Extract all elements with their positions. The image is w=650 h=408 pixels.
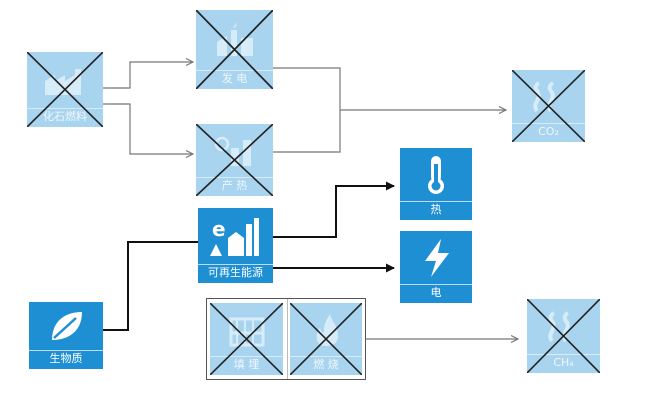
node-electricity[interactable]: 电: [400, 231, 472, 303]
connector-fossil-to-power: [103, 62, 193, 89]
heat-plant-icon: [196, 124, 273, 177]
node-landfill[interactable]: 填 埋: [210, 303, 283, 375]
connector-fossil-to-heatprod: [103, 103, 193, 154]
node-label: 填 埋: [210, 356, 283, 375]
node-renewable-energy[interactable]: e 可再生能源: [198, 208, 273, 283]
node-label: 发 电: [196, 70, 273, 89]
disposal-group: [206, 298, 366, 380]
connector-power-to-co2: [273, 67, 341, 110]
node-biomass[interactable]: 生物质: [29, 302, 103, 369]
connector-heatprod-to-co2: [273, 110, 341, 153]
node-power-generation[interactable]: 发 电: [196, 10, 273, 89]
flame-icon: [290, 303, 362, 356]
leaf-icon: [29, 302, 103, 350]
node-heat[interactable]: 热: [400, 148, 472, 220]
factory-icon: [27, 52, 103, 108]
node-label: 热: [400, 201, 472, 220]
landfill-icon: [210, 303, 283, 356]
svg-text:e: e: [212, 217, 226, 241]
node-ch4[interactable]: CH₄: [527, 299, 600, 373]
node-label: 燃 烧: [290, 356, 362, 375]
connector-renewable-to-heat: [273, 181, 395, 238]
eco-factory-icon: e: [198, 208, 273, 264]
node-label: CH₄: [527, 354, 600, 373]
node-label: 产 热: [196, 177, 273, 196]
power-plant-icon: [196, 10, 273, 70]
gas-icon: [527, 299, 600, 354]
node-label: 电: [400, 284, 472, 303]
smoke-icon: [512, 70, 585, 123]
node-label: 生物质: [29, 350, 103, 369]
connector-biomass-to-renewable: [103, 241, 198, 331]
node-heat-production[interactable]: 产 热: [196, 124, 273, 196]
node-co2[interactable]: CO₂: [512, 70, 585, 142]
thermometer-icon: [400, 148, 472, 201]
node-label: 化石燃料: [27, 108, 103, 127]
node-incineration[interactable]: 燃 烧: [290, 303, 362, 375]
group-divider: [287, 299, 288, 379]
lightning-icon: [400, 231, 472, 284]
node-label: CO₂: [512, 123, 585, 142]
node-fossil-fuel[interactable]: 化石燃料: [27, 52, 103, 127]
node-label: 可再生能源: [198, 264, 273, 283]
